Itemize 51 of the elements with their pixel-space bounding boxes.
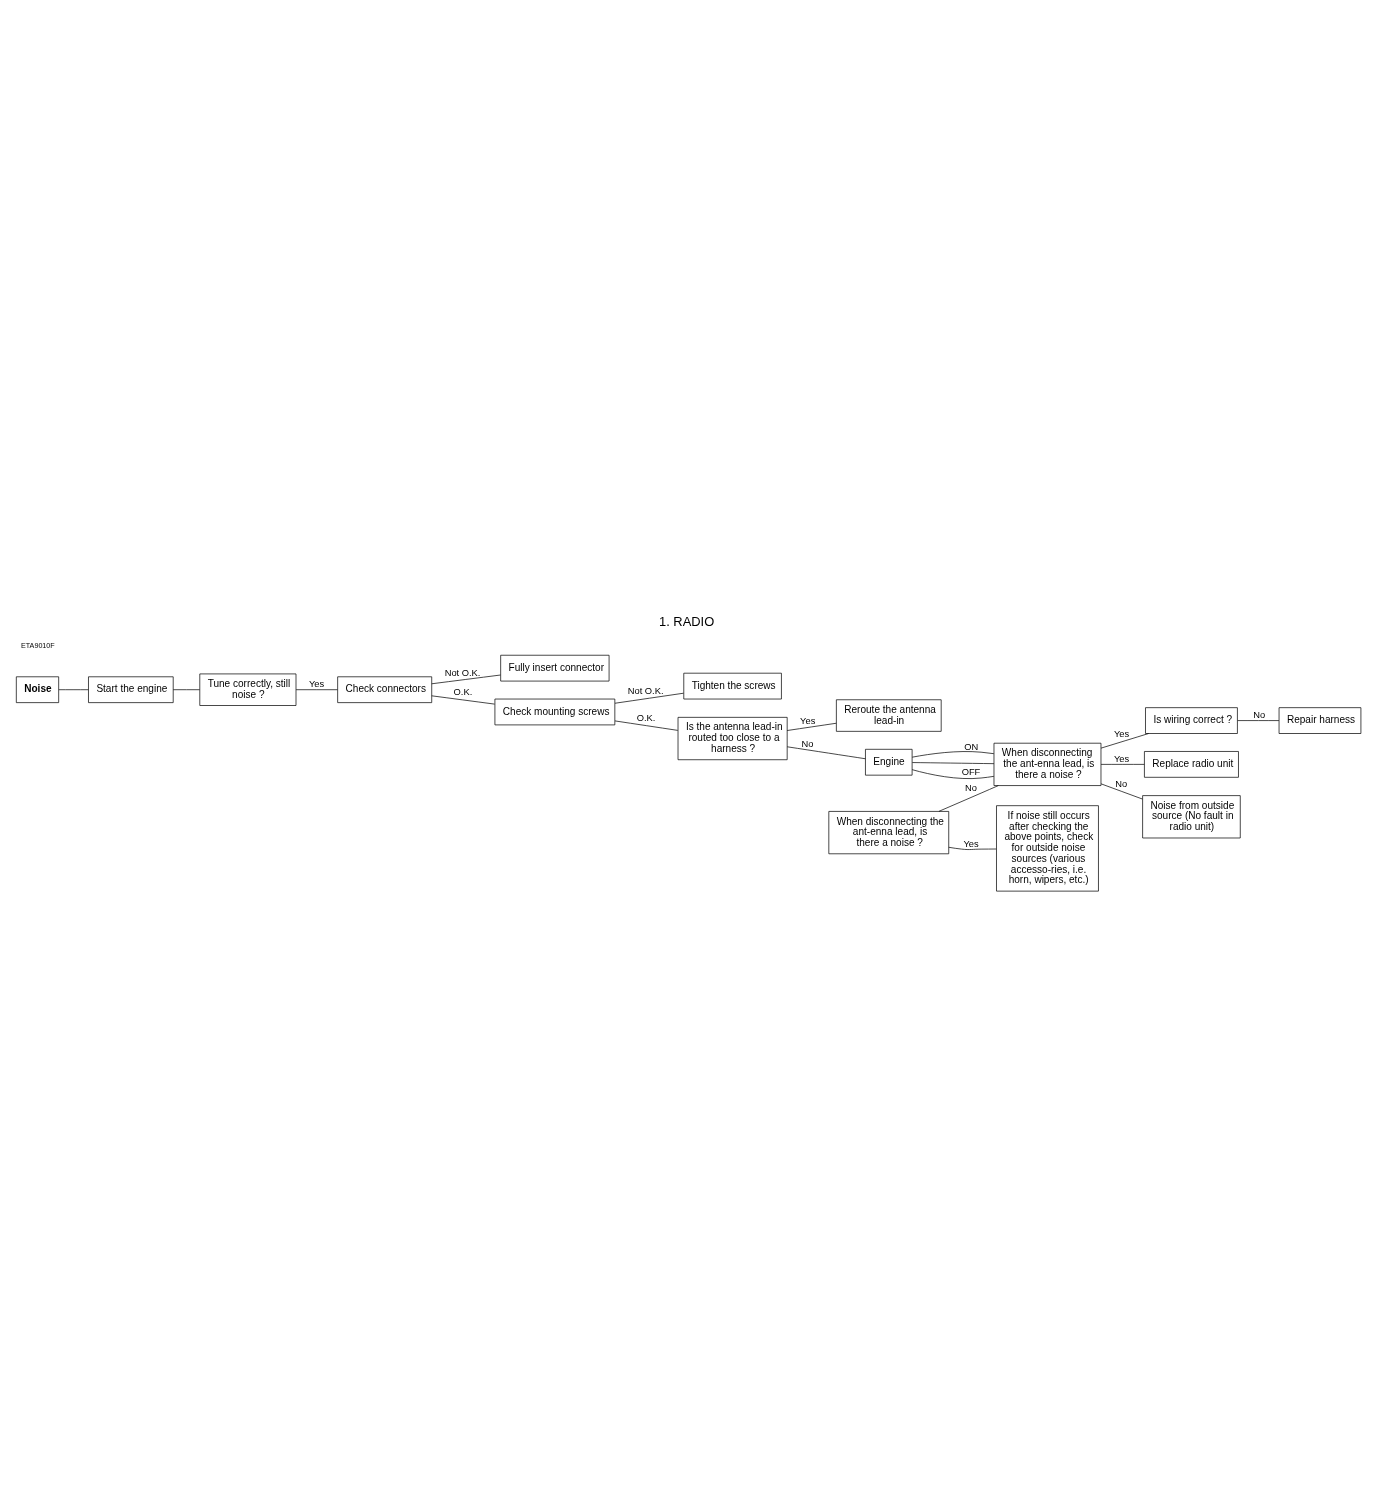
connector — [912, 762, 995, 764]
edge-label: Yes — [800, 716, 816, 727]
connector — [911, 751, 995, 758]
node-box: Reroute the antenna lead-in — [836, 699, 942, 732]
connector — [614, 692, 684, 704]
node-box: When disconnecting the ant-enna lead, is there a noise ? — [828, 811, 950, 855]
node-box: Tighten the screws — [683, 672, 782, 700]
edge-label: No — [801, 738, 814, 749]
edge-label: No — [1253, 710, 1266, 720]
edge-label: O.K. — [636, 712, 656, 723]
node-box: Engine — [865, 748, 913, 776]
connector — [948, 846, 997, 850]
edge-label: OFF — [961, 767, 981, 778]
connector — [58, 689, 89, 691]
edge-label: O.K. — [453, 687, 473, 698]
connector — [1237, 720, 1280, 721]
node-box: Replace radio unit — [1144, 751, 1239, 778]
node-box: If noise still occurs after checking the above points, check for outside noise sources (various accesso-ries, i.e. horn, wipers, etc.) — [996, 805, 1099, 892]
edge-label: Not O.K. — [627, 685, 664, 696]
node-box: Check mounting screws — [494, 698, 616, 726]
connector — [431, 695, 495, 705]
node-box: When disconnecting the ant-enna lead, is there a noise ? — [993, 742, 1102, 786]
node-box: Noise from outside source (No fault in radio unit) — [1142, 795, 1241, 839]
node-box: Tune correctly, still noise ? — [199, 673, 297, 706]
node-box: Repair harness — [1278, 707, 1362, 734]
connector — [938, 785, 999, 812]
connector — [1100, 733, 1149, 749]
edge-label: Not O.K. — [444, 667, 481, 678]
connector — [1100, 783, 1143, 800]
node-box: Start the engine — [88, 676, 174, 703]
node-box: Is the antenna lead-in routed too close to a harness ? — [677, 717, 788, 761]
edge-label: Yes — [1113, 729, 1130, 740]
node-box: Is wiring correct ? — [1145, 707, 1238, 734]
edge-label: ON — [964, 741, 979, 752]
edge-label: Yes — [1113, 753, 1130, 764]
connector — [786, 746, 866, 760]
connector — [1100, 764, 1145, 765]
connector — [614, 720, 679, 731]
connector — [431, 674, 501, 685]
connector — [786, 722, 837, 731]
diagram-title: 1. RADIO — [658, 614, 715, 630]
connector — [172, 689, 200, 691]
edge-label: Yes — [308, 679, 325, 690]
node-box: Fully insert connector — [500, 654, 610, 682]
edge-label: Yes — [963, 838, 979, 849]
connector — [295, 689, 338, 691]
node-box: Check connectors — [337, 676, 433, 703]
edge-label: No — [964, 782, 977, 793]
edge-label: No — [1115, 778, 1128, 789]
connector — [911, 769, 995, 779]
node-box: Noise — [15, 676, 60, 703]
